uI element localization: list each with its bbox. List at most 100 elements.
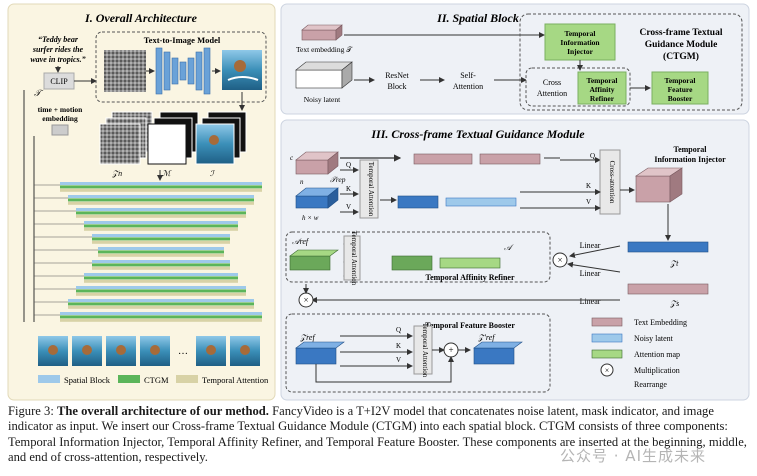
legend-spatial-label: Spatial Block <box>64 375 111 385</box>
unet-layer-bar <box>68 299 254 302</box>
k-label-5: K <box>396 342 401 350</box>
tar-box <box>577 71 627 105</box>
tar-label-3: Temporal Affinity Refiner <box>425 273 514 282</box>
add-node-sign: + <box>448 345 453 355</box>
unet-layer-bar <box>60 185 262 189</box>
tar-line2: Affinity <box>590 85 615 94</box>
embed-label-2: embedding <box>42 114 78 123</box>
q-label-2: Q <box>590 152 595 160</box>
caption-text: FancyVideo is a T+I2V model that concate… <box>8 404 747 465</box>
spatial-block-title: II. Spatial Block <box>436 11 519 25</box>
q-label-1: Q <box>346 161 351 169</box>
temporal-attn-label-3: Temporal Attention <box>421 323 429 378</box>
unet-layer-bar <box>76 208 246 211</box>
unet-layer-bar <box>76 211 246 215</box>
tar-line1: Temporal <box>587 76 618 85</box>
mult-node-1 <box>552 252 568 268</box>
text-strip-1 <box>413 153 541 165</box>
unet-layer-bar <box>68 198 254 202</box>
zn-stack <box>99 111 153 165</box>
zs-label: 𝒵s <box>669 299 679 308</box>
legend-ctgm-swatch <box>118 375 140 383</box>
tfb-region <box>285 313 551 393</box>
unet-layer-bar <box>60 188 262 192</box>
a-label: 𝒜 <box>504 243 514 252</box>
cross-attn-line1: Cross <box>543 78 561 87</box>
prompt-line-2: surfer rides the <box>32 45 84 54</box>
unet-layer-bar <box>60 182 262 185</box>
mask-stack <box>147 111 199 165</box>
unet-layer-bar <box>60 318 262 322</box>
unet-layer-bar <box>84 273 238 276</box>
unet-layer-bar <box>68 201 254 205</box>
unet-layer-bar <box>84 279 238 283</box>
overall-architecture-title: I. Overall Architecture <box>84 11 198 25</box>
resnet-line1: ResNet <box>385 71 409 80</box>
t2i-box <box>95 31 267 103</box>
unet-layer-bar <box>60 312 262 315</box>
caption-label: Figure 3: <box>8 404 54 418</box>
m-label: ℳ <box>162 169 172 178</box>
watermark: 公众号 · AI生成未来 <box>560 447 706 465</box>
output-frames <box>38 336 260 366</box>
trep-label: 𝒯rep <box>330 175 346 184</box>
zref-prime-cube <box>473 341 523 365</box>
unet-layer-bar <box>68 302 254 306</box>
temporal-attn-box-1 <box>359 159 379 219</box>
unet-layer-bar <box>76 286 246 289</box>
linear-label-2: Linear <box>580 269 601 278</box>
embed-label-1: time + motion <box>38 105 84 114</box>
unet-layer-bar <box>60 315 262 319</box>
tii-line1: Temporal <box>565 29 596 38</box>
ctgm-title-1: Cross-frame Textual <box>640 28 723 38</box>
tfb-line1: Temporal <box>665 76 696 85</box>
temporal-attn-box-2 <box>343 235 361 281</box>
architecture-figure: I. Overall Architecture “Teddy bear surf… <box>7 3 750 401</box>
prompt-line-1: “Teddy bear <box>38 35 79 44</box>
temporal-attn-label-2: Temporal Attention <box>350 231 358 286</box>
svg-text:×: × <box>605 366 610 375</box>
unet-layer-bar <box>92 237 230 241</box>
unet-layer-bar <box>92 240 230 244</box>
t-symbol: 𝒯 <box>34 88 44 98</box>
unet-layer-bar <box>98 253 224 257</box>
unet-layer-bar <box>84 227 238 231</box>
unet-layer-bar <box>84 221 238 224</box>
latent-cube-1 <box>295 187 339 209</box>
legend-ta-label: Temporal Attention <box>202 375 269 385</box>
noisy-latent-label: Noisy latent <box>304 95 341 104</box>
latent-strip-1 <box>397 195 517 209</box>
unet-layer-bar <box>92 234 230 237</box>
unet-layer-bar <box>84 276 238 280</box>
legend-ta-swatch <box>176 375 198 383</box>
tfb-line2: Feature <box>668 85 694 94</box>
hxw-label: h × w <box>302 214 319 222</box>
i-label: ℐ <box>210 169 215 178</box>
caption-bold: The overall architecture of our method. <box>56 404 269 418</box>
tar-region <box>285 231 551 283</box>
clip-label: CLIP <box>50 77 68 86</box>
legend3-mult: Multiplication <box>634 366 680 375</box>
zn-label: 𝒵n <box>111 169 122 178</box>
unet-layer-bar <box>76 292 246 296</box>
c-label: c <box>290 154 294 162</box>
temporal-attn-label-1: Temporal Attention <box>367 162 375 217</box>
image-stack <box>195 111 247 165</box>
q-label-5: Q <box>396 326 401 334</box>
unet-layer-bar <box>92 263 230 267</box>
output-latent-cube <box>635 167 683 203</box>
unet-layer-bar <box>68 305 254 309</box>
ctgm-title-2: Guidance Module <box>645 40 718 50</box>
ctgm-title-3: (CTGM) <box>663 51 699 62</box>
zref-prime-label: 𝒵′ref <box>477 333 496 342</box>
zs-strip <box>627 283 709 295</box>
cross-attn-line2: Attention <box>537 89 567 98</box>
resnet-line2: Block <box>387 82 406 91</box>
v-label-1: V <box>346 203 351 211</box>
k-label-1: K <box>346 185 351 193</box>
tii-line2: Information <box>560 38 600 47</box>
n-label: n <box>300 178 304 186</box>
self-attn-line1: Self- <box>460 71 476 80</box>
unet-layer-bar <box>92 266 230 270</box>
tii-line3: Injector <box>567 47 593 56</box>
